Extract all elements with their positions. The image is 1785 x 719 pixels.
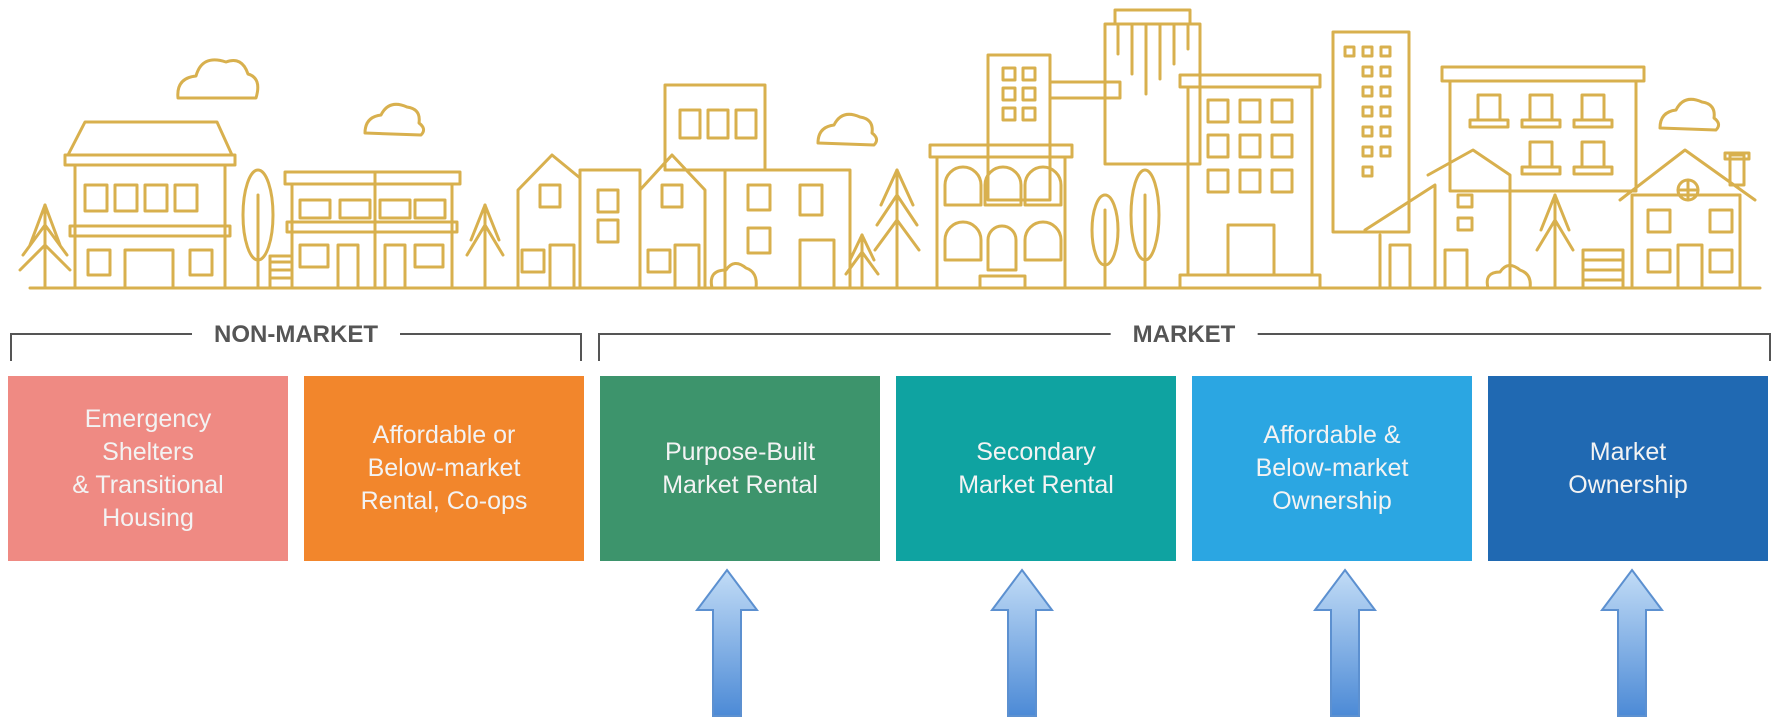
up-arrow-icon bbox=[990, 568, 1054, 717]
pine-tree-icon bbox=[18, 203, 72, 290]
up-arrow-icon bbox=[695, 568, 759, 717]
market-label: MARKET bbox=[1110, 320, 1258, 350]
cloud-icon bbox=[1658, 97, 1721, 132]
category-secondary-rental[interactable]: Secondary Market Rental bbox=[896, 376, 1176, 561]
bush-icon bbox=[709, 262, 758, 290]
building-icon bbox=[1440, 65, 1646, 193]
building-icon bbox=[516, 153, 707, 290]
non-market-label: NON-MARKET bbox=[192, 320, 400, 350]
fence-icon bbox=[1581, 248, 1625, 290]
cloud-icon bbox=[816, 112, 879, 147]
skyline-illustration bbox=[18, 8, 1762, 290]
stairs-icon bbox=[268, 254, 292, 290]
category-affordable-ownership[interactable]: Affordable & Below-market Ownership bbox=[1192, 376, 1472, 561]
bush-icon bbox=[1485, 264, 1532, 290]
pine-tree-icon bbox=[844, 168, 921, 290]
category-affordable-rental[interactable]: Affordable or Below-market Rental, Co-op… bbox=[304, 376, 584, 561]
category-purpose-built-rental[interactable]: Purpose-Built Market Rental bbox=[600, 376, 880, 561]
category-market-ownership[interactable]: Market Ownership bbox=[1488, 376, 1768, 561]
building-icon bbox=[283, 170, 462, 290]
building-icon bbox=[663, 83, 852, 290]
up-arrow-icon bbox=[1313, 568, 1377, 717]
cloud-icon bbox=[363, 102, 426, 137]
building-icon bbox=[63, 120, 237, 290]
category-emergency-shelters[interactable]: Emergency Shelters & Transitional Housin… bbox=[8, 376, 288, 561]
building-icon bbox=[1331, 30, 1411, 234]
building-icon bbox=[928, 143, 1074, 290]
tree-icon bbox=[1090, 168, 1161, 290]
tree-icon bbox=[241, 168, 275, 290]
building-icon bbox=[1363, 148, 1512, 290]
building-icon bbox=[1178, 73, 1322, 290]
up-arrow-icon bbox=[1600, 568, 1664, 717]
building-icon bbox=[1618, 148, 1757, 290]
cloud-icon bbox=[176, 58, 260, 100]
pine-tree-icon bbox=[1535, 193, 1575, 290]
pine-tree-icon bbox=[465, 203, 505, 290]
building-icon bbox=[986, 8, 1202, 202]
